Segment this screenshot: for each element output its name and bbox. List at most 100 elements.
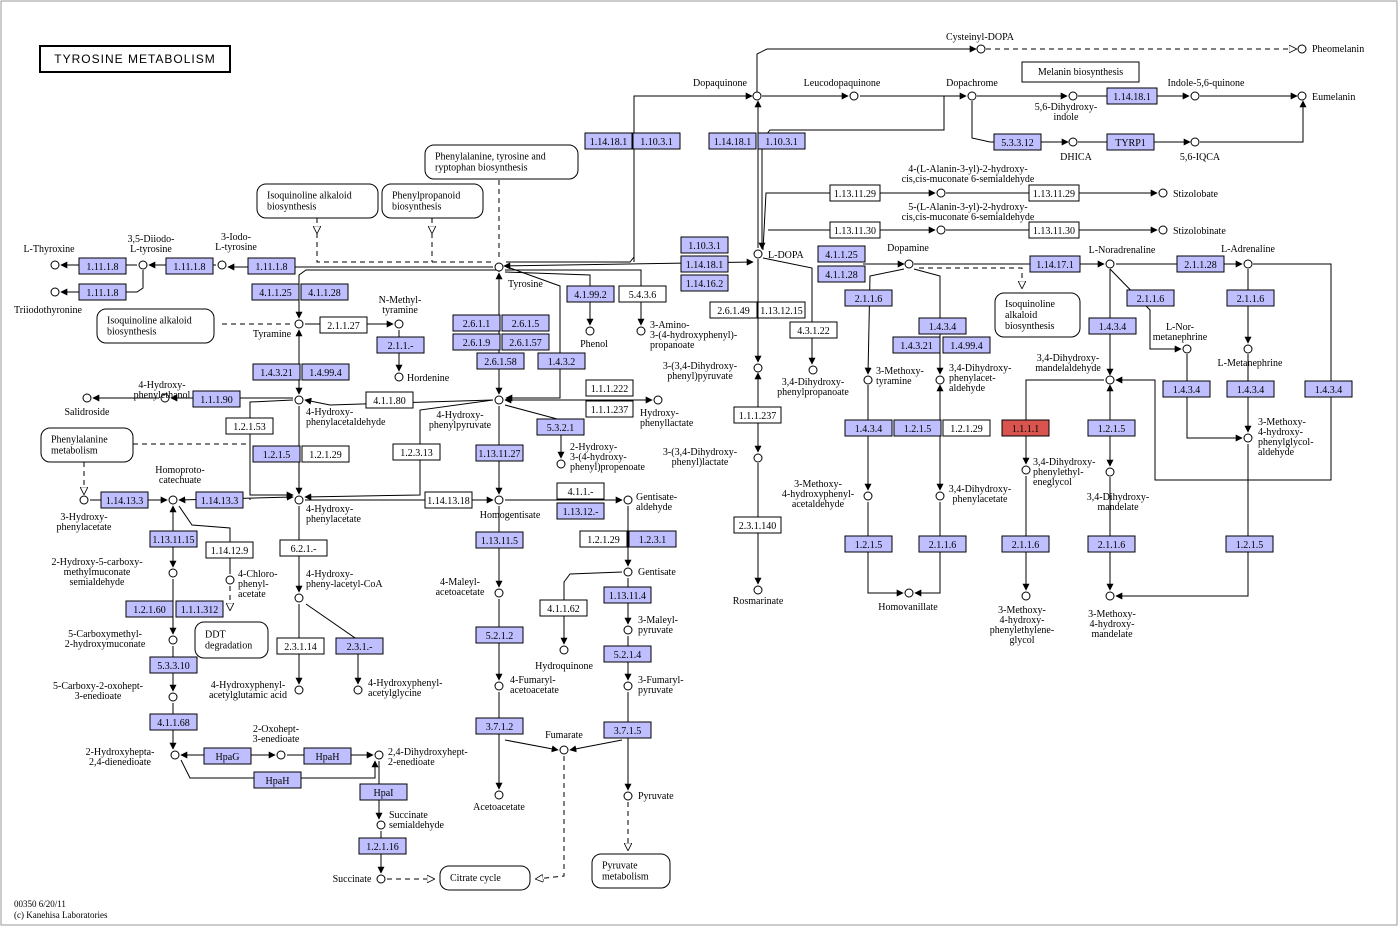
map-link-citrate[interactable]: Citrate cycle [439,865,531,891]
compound-node[interactable] [623,791,633,801]
enzyme-1-13-12-15[interactable]: 1.13.12.15 [757,301,806,319]
compound-hpacetate[interactable]: 4-Hydroxy-phenylacetate [294,495,362,525]
compound-node[interactable] [376,820,386,830]
enzyme-5-3-3-10[interactable]: 5.3.3.10 [149,656,198,674]
compound-node[interactable] [294,685,304,695]
compound-node[interactable] [636,326,646,336]
enzyme-6-2-1[interactable]: 6.2.1.- [279,539,328,557]
enzyme-1-10-3-1[interactable]: 1.10.3.1 [632,132,681,150]
compound-node[interactable] [138,260,148,270]
compound-node[interactable] [394,319,404,329]
compound-node[interactable] [1243,433,1253,443]
enzyme-5-4-3-6[interactable]: 5.4.3.6 [618,285,667,303]
compound-dopaquinone[interactable]: Dopaquinone [693,78,762,101]
enzyme-1-13-11-29[interactable]: 1.13.11.29 [1028,184,1080,202]
compound-node[interactable] [623,625,633,635]
compound-node[interactable] [1105,259,1115,269]
enzyme-1-4-99-4[interactable]: 1.4.99.4 [942,336,991,354]
enzyme-3-7-1-2[interactable]: 3.7.1.2 [475,717,524,735]
compound-node[interactable] [394,372,404,382]
compound-hmsemialdehyde[interactable]: 2-Hydroxy-5-carboxy-methylmuconatesemial… [51,557,178,588]
enzyme-2-6-1-58[interactable]: 2.6.1.58 [476,352,525,370]
compound-node[interactable] [494,588,504,598]
compound-node[interactable] [225,575,235,585]
compound-node[interactable] [936,225,946,235]
compound-node[interactable] [1182,344,1192,354]
compound-homogentisate[interactable]: Homogentisate [480,495,541,521]
compound-node[interactable] [904,588,914,598]
compound-node[interactable] [1190,137,1200,147]
compound-leucodopaquinone[interactable]: Leucodopaquinone [804,78,881,101]
compound-node[interactable] [863,491,873,501]
compound-pheomelanin[interactable]: Pheomelanin [1297,44,1364,55]
enzyme-1-13-11-30[interactable]: 1.13.11.30 [829,221,881,239]
compound-diiodo[interactable]: 3,5-Diiodo-L-tyrosine [128,234,175,270]
compound-phenol[interactable]: Phenol [580,326,608,350]
compound-node[interactable] [623,567,633,577]
enzyme-1-13-11-30[interactable]: 1.13.11.30 [1028,221,1080,239]
compound-iqca[interactable]: 5,6-IQCA [1180,137,1221,163]
enzyme-1-2-1-29[interactable]: 1.2.1.29 [579,530,628,548]
compound-node[interactable] [752,91,762,101]
compound-node[interactable] [1068,91,1078,101]
compound-oxohept[interactable]: 2-Oxohept-3-enedioate [253,724,300,760]
compound-ladrenaline[interactable]: L-Adrenaline [1221,244,1275,269]
enzyme-2-3-1[interactable]: 2.3.1.- [335,637,384,655]
compound-node[interactable] [753,249,763,259]
compound-node[interactable] [168,635,178,645]
enzyme-1-14-18-1[interactable]: 1.14.18.1 [584,132,633,150]
enzyme-3-7-1-5[interactable]: 3.7.1.5 [603,721,652,739]
compound-dhi[interactable]: 5,6-Dihydroxy-indole [1035,91,1098,123]
enzyme-1-4-3-21[interactable]: 1.4.3.21 [252,363,301,381]
compound-node[interactable] [82,393,92,403]
enzyme-1-1-1-237[interactable]: 1.1.1.237 [585,400,634,418]
enzyme-4-1-1-25[interactable]: 4.1.1.25 [251,283,300,301]
compound-carboxymethyl[interactable]: 5-Carboxymethyl-2-hydroxymuconate [65,629,178,650]
compound-node[interactable] [753,585,763,595]
enzyme-1-2-1-60[interactable]: 1.2.1.60 [125,600,174,618]
enzyme-4-1-1-25[interactable]: 4.1.1.25 [817,245,866,263]
compound-node[interactable] [294,593,304,603]
enzyme-4-1-1-80[interactable]: 4.1.1.80 [365,391,414,409]
compound-node[interactable] [556,459,566,469]
enzyme-4-1-1[interactable]: 4.1.1.- [556,482,605,500]
compound-node[interactable] [79,495,89,505]
compound-amino-hpp[interactable]: 3-Amino-3-(4-hydroxyphenyl)-propanoate [636,320,737,351]
compound-mhpglycolald[interactable]: 3-Methoxy-4-hydroxy-phenylglycol-aldehyd… [1243,417,1314,458]
enzyme-1-14-18-1[interactable]: 1.14.18.1 [708,132,757,150]
enzyme-2-1-1-27[interactable]: 2.1.1.27 [319,316,368,334]
compound-methoxy-hpacetald[interactable]: 3-Methoxy-4-hydroxyphenyl-acetaldehyde [782,479,873,510]
compound-node[interactable] [904,259,914,269]
compound-gentisate[interactable]: Gentisate [623,567,676,578]
enzyme-1-4-3-4[interactable]: 1.4.3.4 [1162,380,1211,398]
compound-node[interactable] [623,681,633,691]
compound-acetoacetate[interactable]: Acetoacetate [473,790,525,813]
compound-indole56quinone[interactable]: Indole-5,6-quinone [1168,78,1245,101]
compound-ldopa[interactable]: L-DOPA [753,249,805,261]
enzyme-4-1-1-28[interactable]: 4.1.1.28 [300,283,349,301]
compound-dhpacetald[interactable]: 3,4-Dihydroxy-phenylacet-aldehyde [935,363,1012,394]
compound-homoprotocatechuate[interactable]: Homoproto-catechuate [155,465,205,505]
compound-gentisate-ald[interactable]: Gentisate-aldehyde [623,492,677,513]
enzyme-1-2-3-1[interactable]: 1.2.3.1 [628,530,677,548]
enzyme-1-2-1-5[interactable]: 1.2.1.5 [1225,535,1274,553]
compound-dhp-lactate[interactable]: 3-(3,4-Dihydroxy-phenyl)lactate [663,447,763,468]
enzyme-1-14-13-3[interactable]: 1.14.13.3 [100,491,149,509]
compound-node[interactable] [559,645,569,655]
compound-lthyroxine[interactable]: L-Thyroxine [23,244,75,270]
compound-node[interactable] [494,262,504,272]
enzyme-5-2-1-4[interactable]: 5.2.1.4 [603,645,652,663]
compound-node[interactable] [559,745,569,755]
enzyme-1-4-3-2[interactable]: 1.4.3.2 [537,352,586,370]
compound-node[interactable] [1297,44,1307,54]
compound-carboxyoxohept[interactable]: 5-Carboxy-2-oxohept-3-enedioate [53,681,178,702]
compound-homovanillate[interactable]: Homovanillate [878,588,938,613]
compound-node[interactable] [1158,188,1168,198]
enzyme-1-1-1-237[interactable]: 1.1.1.237 [733,406,782,424]
compound-maleylpyruvate[interactable]: 3-Maleyl-pyruvate [623,615,678,636]
enzyme-2-1-1-6[interactable]: 2.1.1.6 [1226,289,1275,307]
enzyme-1-11-1-8[interactable]: 1.11.1.8 [78,283,127,301]
enzyme-4-1-99-2[interactable]: 4.1.99.2 [566,285,615,303]
